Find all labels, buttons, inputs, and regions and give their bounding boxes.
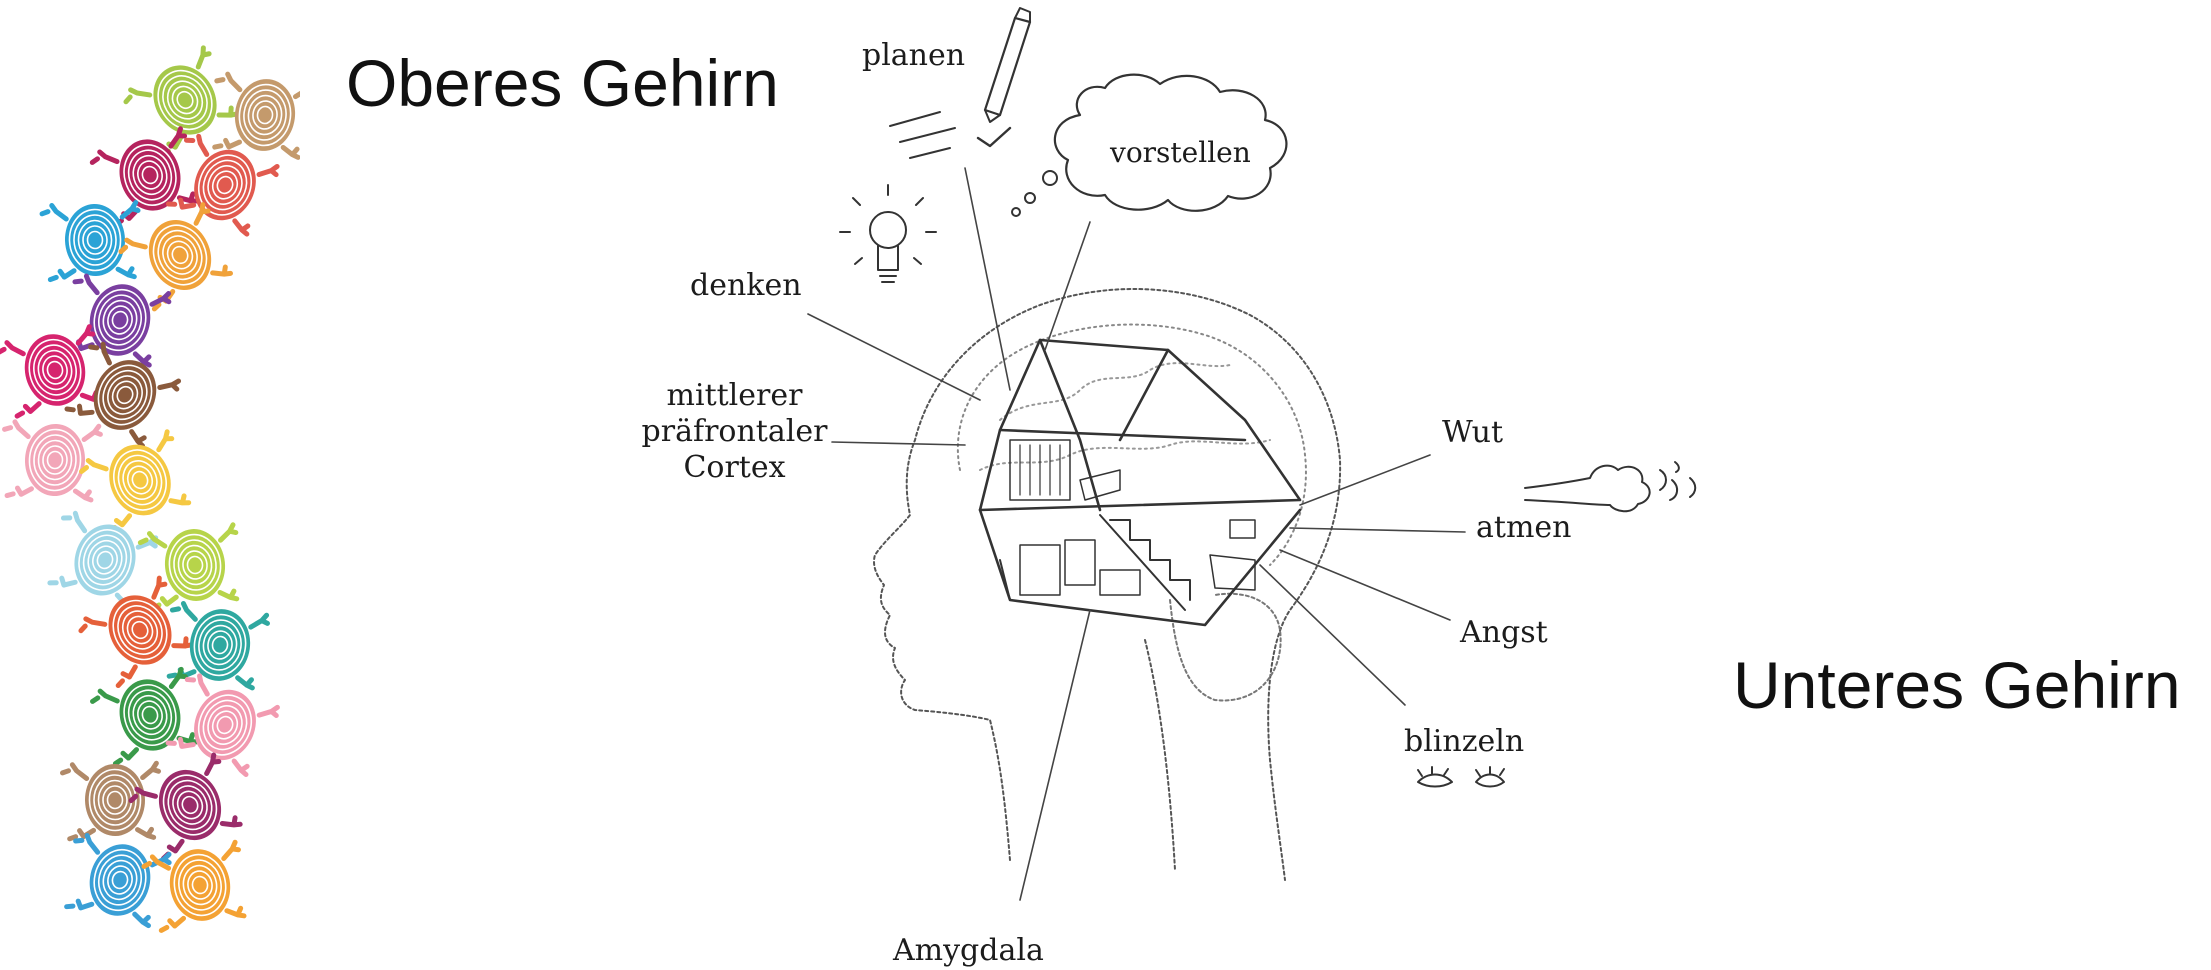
label-vorstellen: vorstellen bbox=[1110, 136, 1251, 170]
lower-brain-title: Unteres Gehirn bbox=[1733, 652, 2181, 718]
house-roof bbox=[980, 340, 1300, 510]
label-mpfc-line3: Cortex bbox=[637, 450, 832, 486]
leader-lines bbox=[808, 168, 1465, 900]
neck-line bbox=[1145, 640, 1175, 870]
label-wut: Wut bbox=[1442, 415, 1503, 451]
label-atmen: atmen bbox=[1476, 510, 1571, 546]
house-lower-wall bbox=[980, 510, 1300, 625]
label-amygdala: Amygdala bbox=[893, 933, 1044, 969]
lightbulb-icon bbox=[840, 185, 936, 282]
label-mpfc: mittlerer präfrontaler Cortex bbox=[637, 378, 832, 486]
label-mpfc-line2: präfrontaler bbox=[637, 414, 832, 450]
label-planen: planen bbox=[862, 38, 965, 74]
head-outline bbox=[874, 289, 1340, 880]
upper-brain-title: Oberes Gehirn bbox=[346, 50, 779, 116]
breath-icon bbox=[1525, 462, 1695, 511]
label-blinzeln: blinzeln bbox=[1404, 724, 1524, 760]
label-denken: denken bbox=[690, 268, 802, 304]
label-mpfc-line1: mittlerer bbox=[637, 378, 832, 414]
eyes-icon bbox=[1418, 767, 1504, 787]
pencil-icon bbox=[985, 8, 1030, 122]
house-stairs bbox=[1110, 520, 1190, 600]
brainstem-outline bbox=[1170, 594, 1281, 701]
check-icon bbox=[978, 128, 1010, 146]
label-angst: Angst bbox=[1460, 615, 1548, 651]
